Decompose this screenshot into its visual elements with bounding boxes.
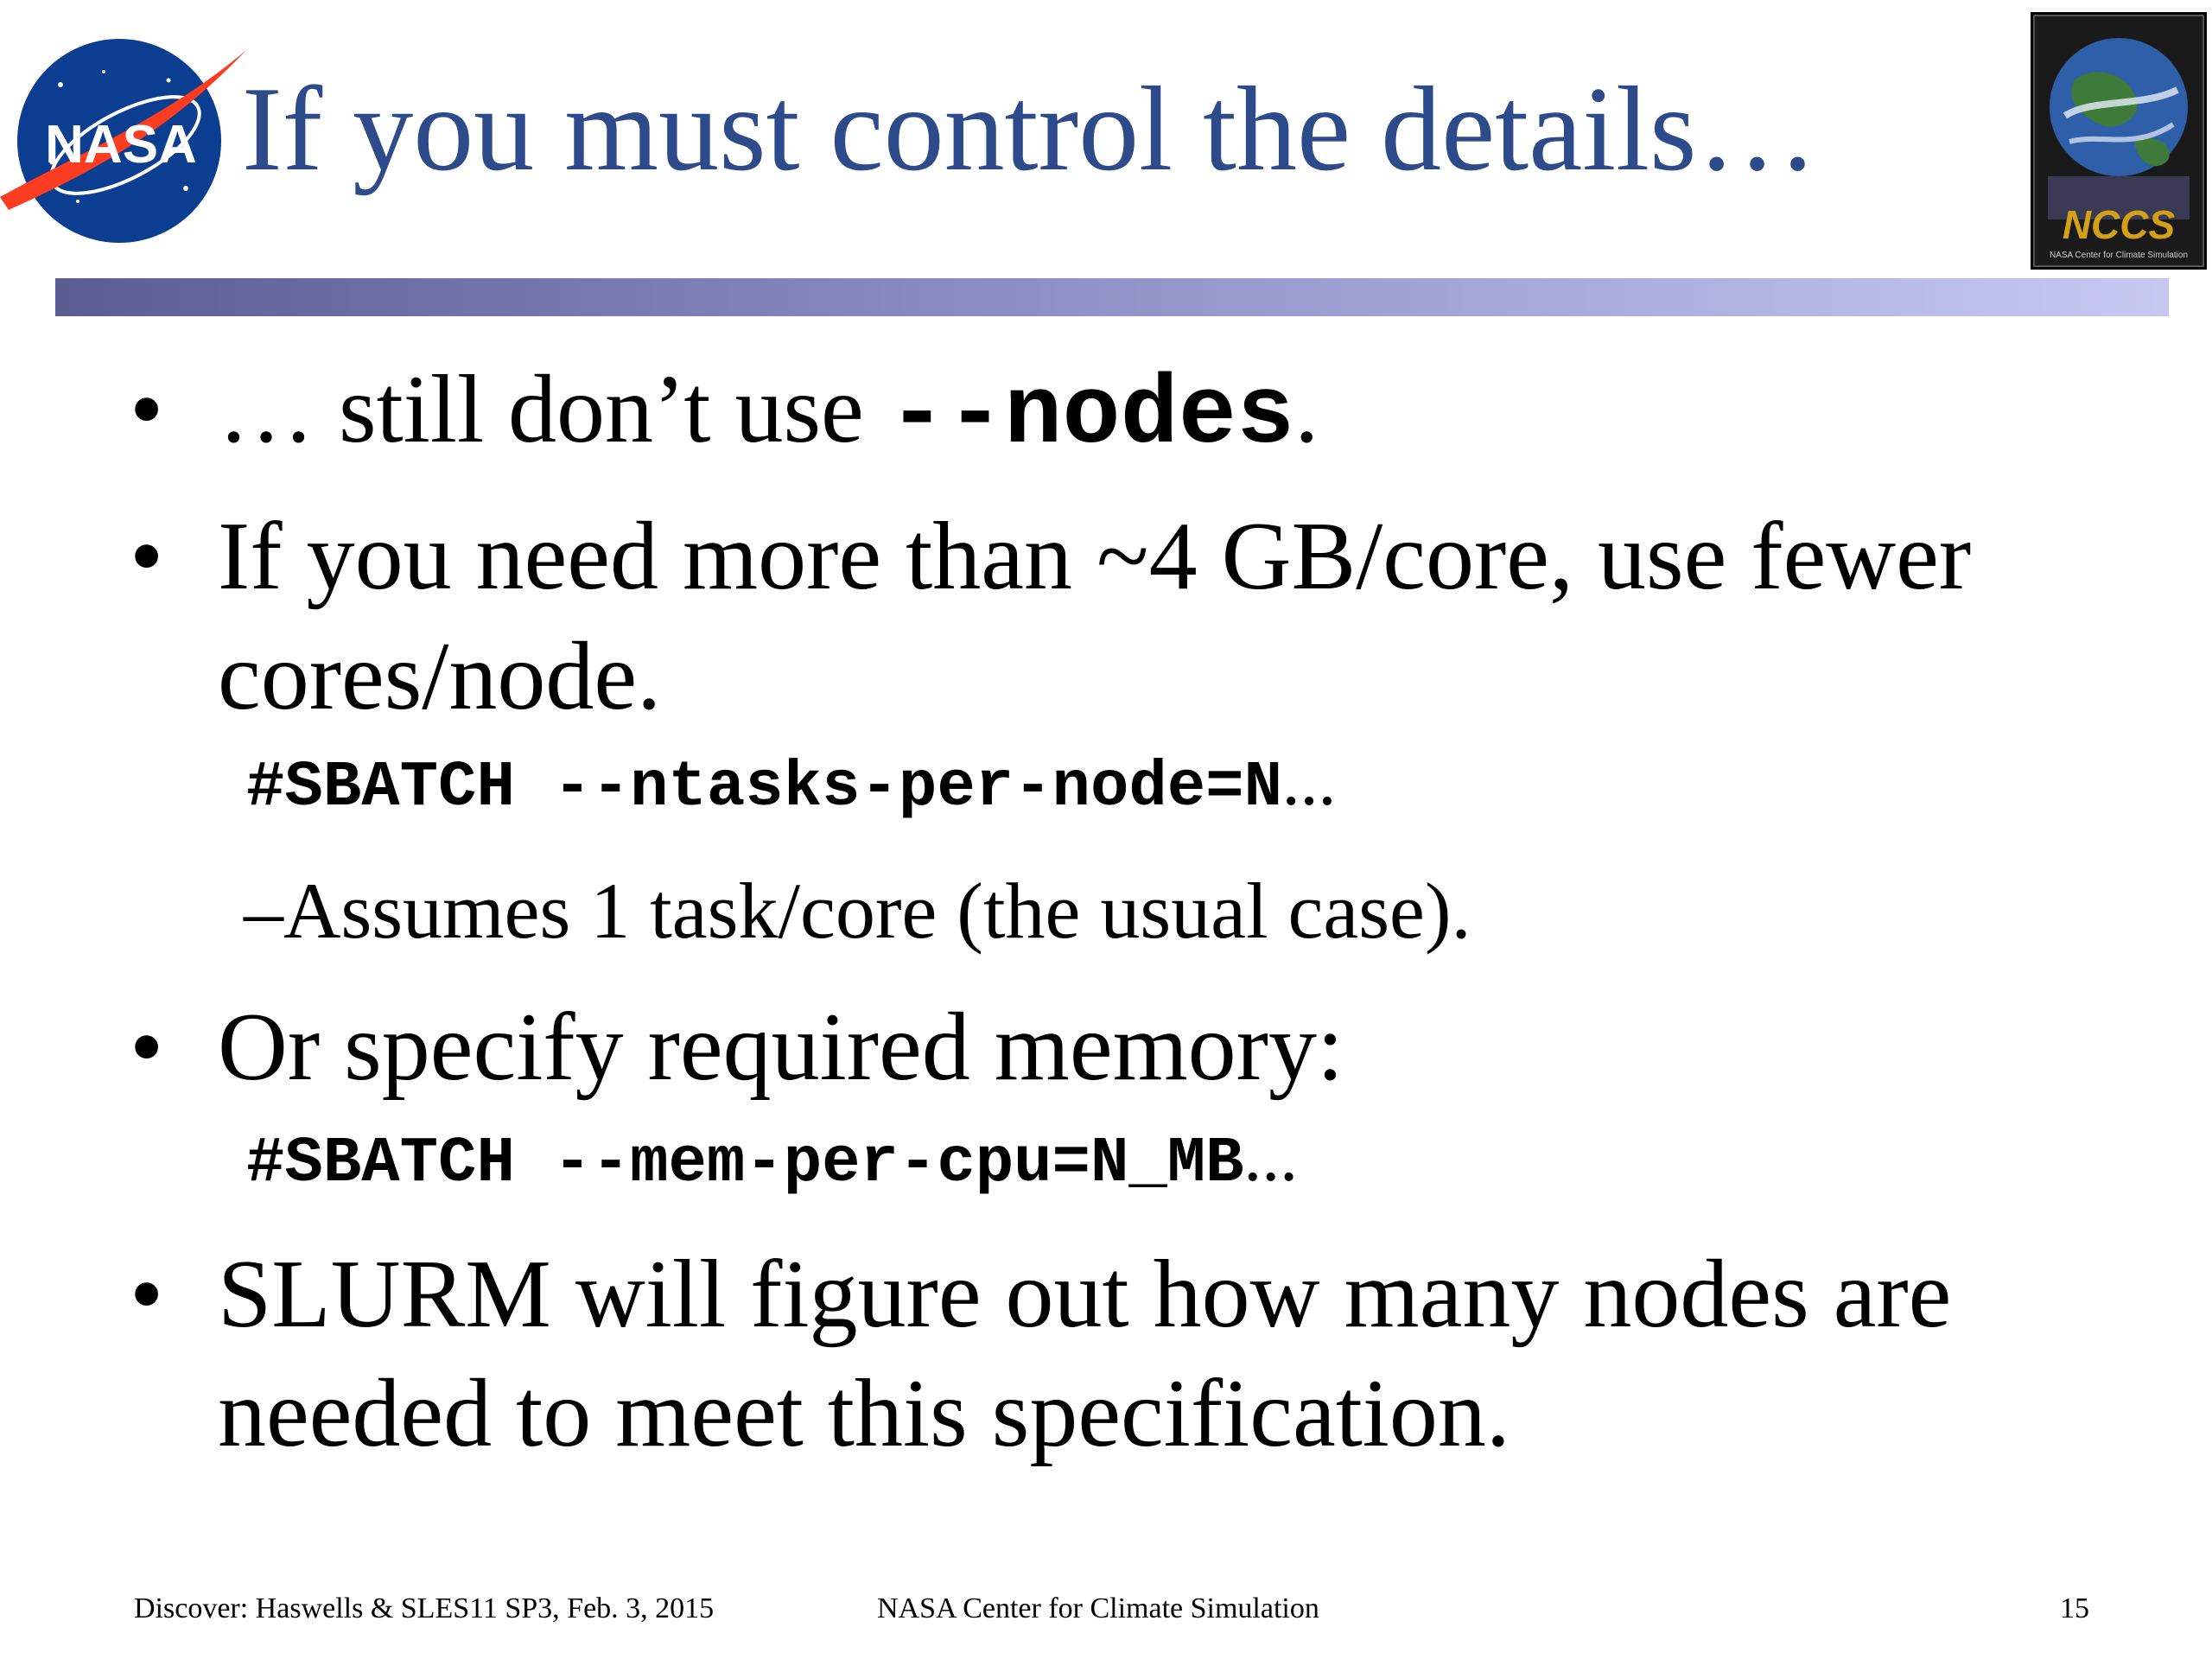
bullet-1-text: … still don’t use --nodes. [218, 361, 1319, 465]
nccs-logo-icon: NCCS NASA Center for Climate Simulation [2031, 12, 2207, 270]
svg-text:NASA: NASA [45, 115, 197, 175]
bullet-4-line-1: SLURM will figure out how many nodes are [218, 1241, 1952, 1348]
bullet-marker: • [130, 994, 164, 1101]
footer-left: Discover: Haswells & SLES11 SP3, Feb. 3,… [134, 1592, 715, 1624]
bullet-1-code: --nodes [887, 361, 1295, 471]
code-line-mem-ellipsis: … [1243, 1134, 1298, 1192]
footer-center: NASA Center for Climate Simulation [877, 1592, 1319, 1624]
svg-text:NCCS: NCCS [2063, 202, 2176, 247]
title-divider [55, 278, 2169, 316]
nasa-logo-icon: NASA [0, 39, 246, 243]
bullet-1-suffix: . [1294, 356, 1319, 463]
code-line-ntasks: #SBATCH --ntasks-per-node=N… [246, 752, 1336, 820]
code-line-mem-code: #SBATCH --mem-per-cpu=N_MB [246, 1128, 1244, 1200]
bullet-marker: • [130, 1241, 164, 1348]
sub-bullet-text: –Assumes 1 task/core (the usual case). [244, 867, 1471, 955]
code-line-mem: #SBATCH --mem-per-cpu=N_MB… [246, 1128, 1298, 1196]
bullet-2-line-1: If you need more than ~4 GB/core, use fe… [218, 503, 1972, 610]
slide-title: If you must control the details… [242, 62, 1818, 196]
code-line-ntasks-code: #SBATCH --ntasks-per-node=N [246, 752, 1282, 824]
bullet-marker: • [130, 356, 164, 463]
bullet-marker: • [130, 503, 164, 610]
bullet-4-line-2: needed to meet this specification. [218, 1360, 1510, 1467]
code-line-ntasks-ellipsis: … [1282, 758, 1336, 817]
bullet-1-prefix: … still don’t use [218, 356, 888, 463]
page-number: 15 [2060, 1592, 2089, 1624]
svg-text:NASA Center for Climate Simula: NASA Center for Climate Simulation [2050, 251, 2188, 260]
bullet-3-text: Or specify required memory: [218, 994, 1344, 1101]
bullet-2-line-2: cores/node. [218, 623, 662, 730]
